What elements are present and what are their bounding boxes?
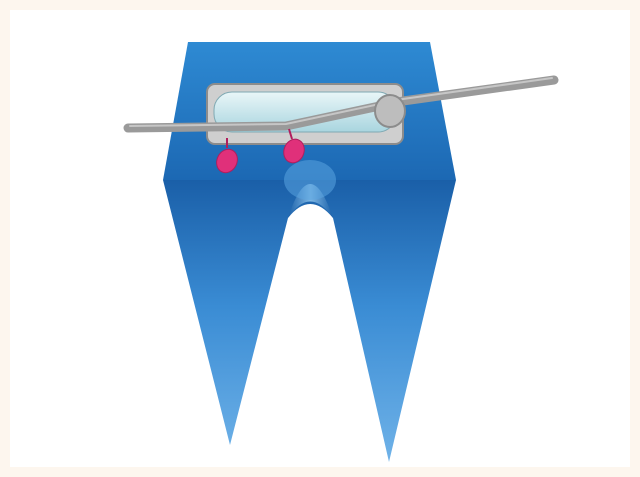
bracket-tie-wing (375, 95, 405, 127)
image-frame (10, 10, 630, 467)
tooth-roots (163, 180, 456, 462)
furcation-glow (284, 160, 336, 200)
tooth-diagram (10, 10, 630, 467)
